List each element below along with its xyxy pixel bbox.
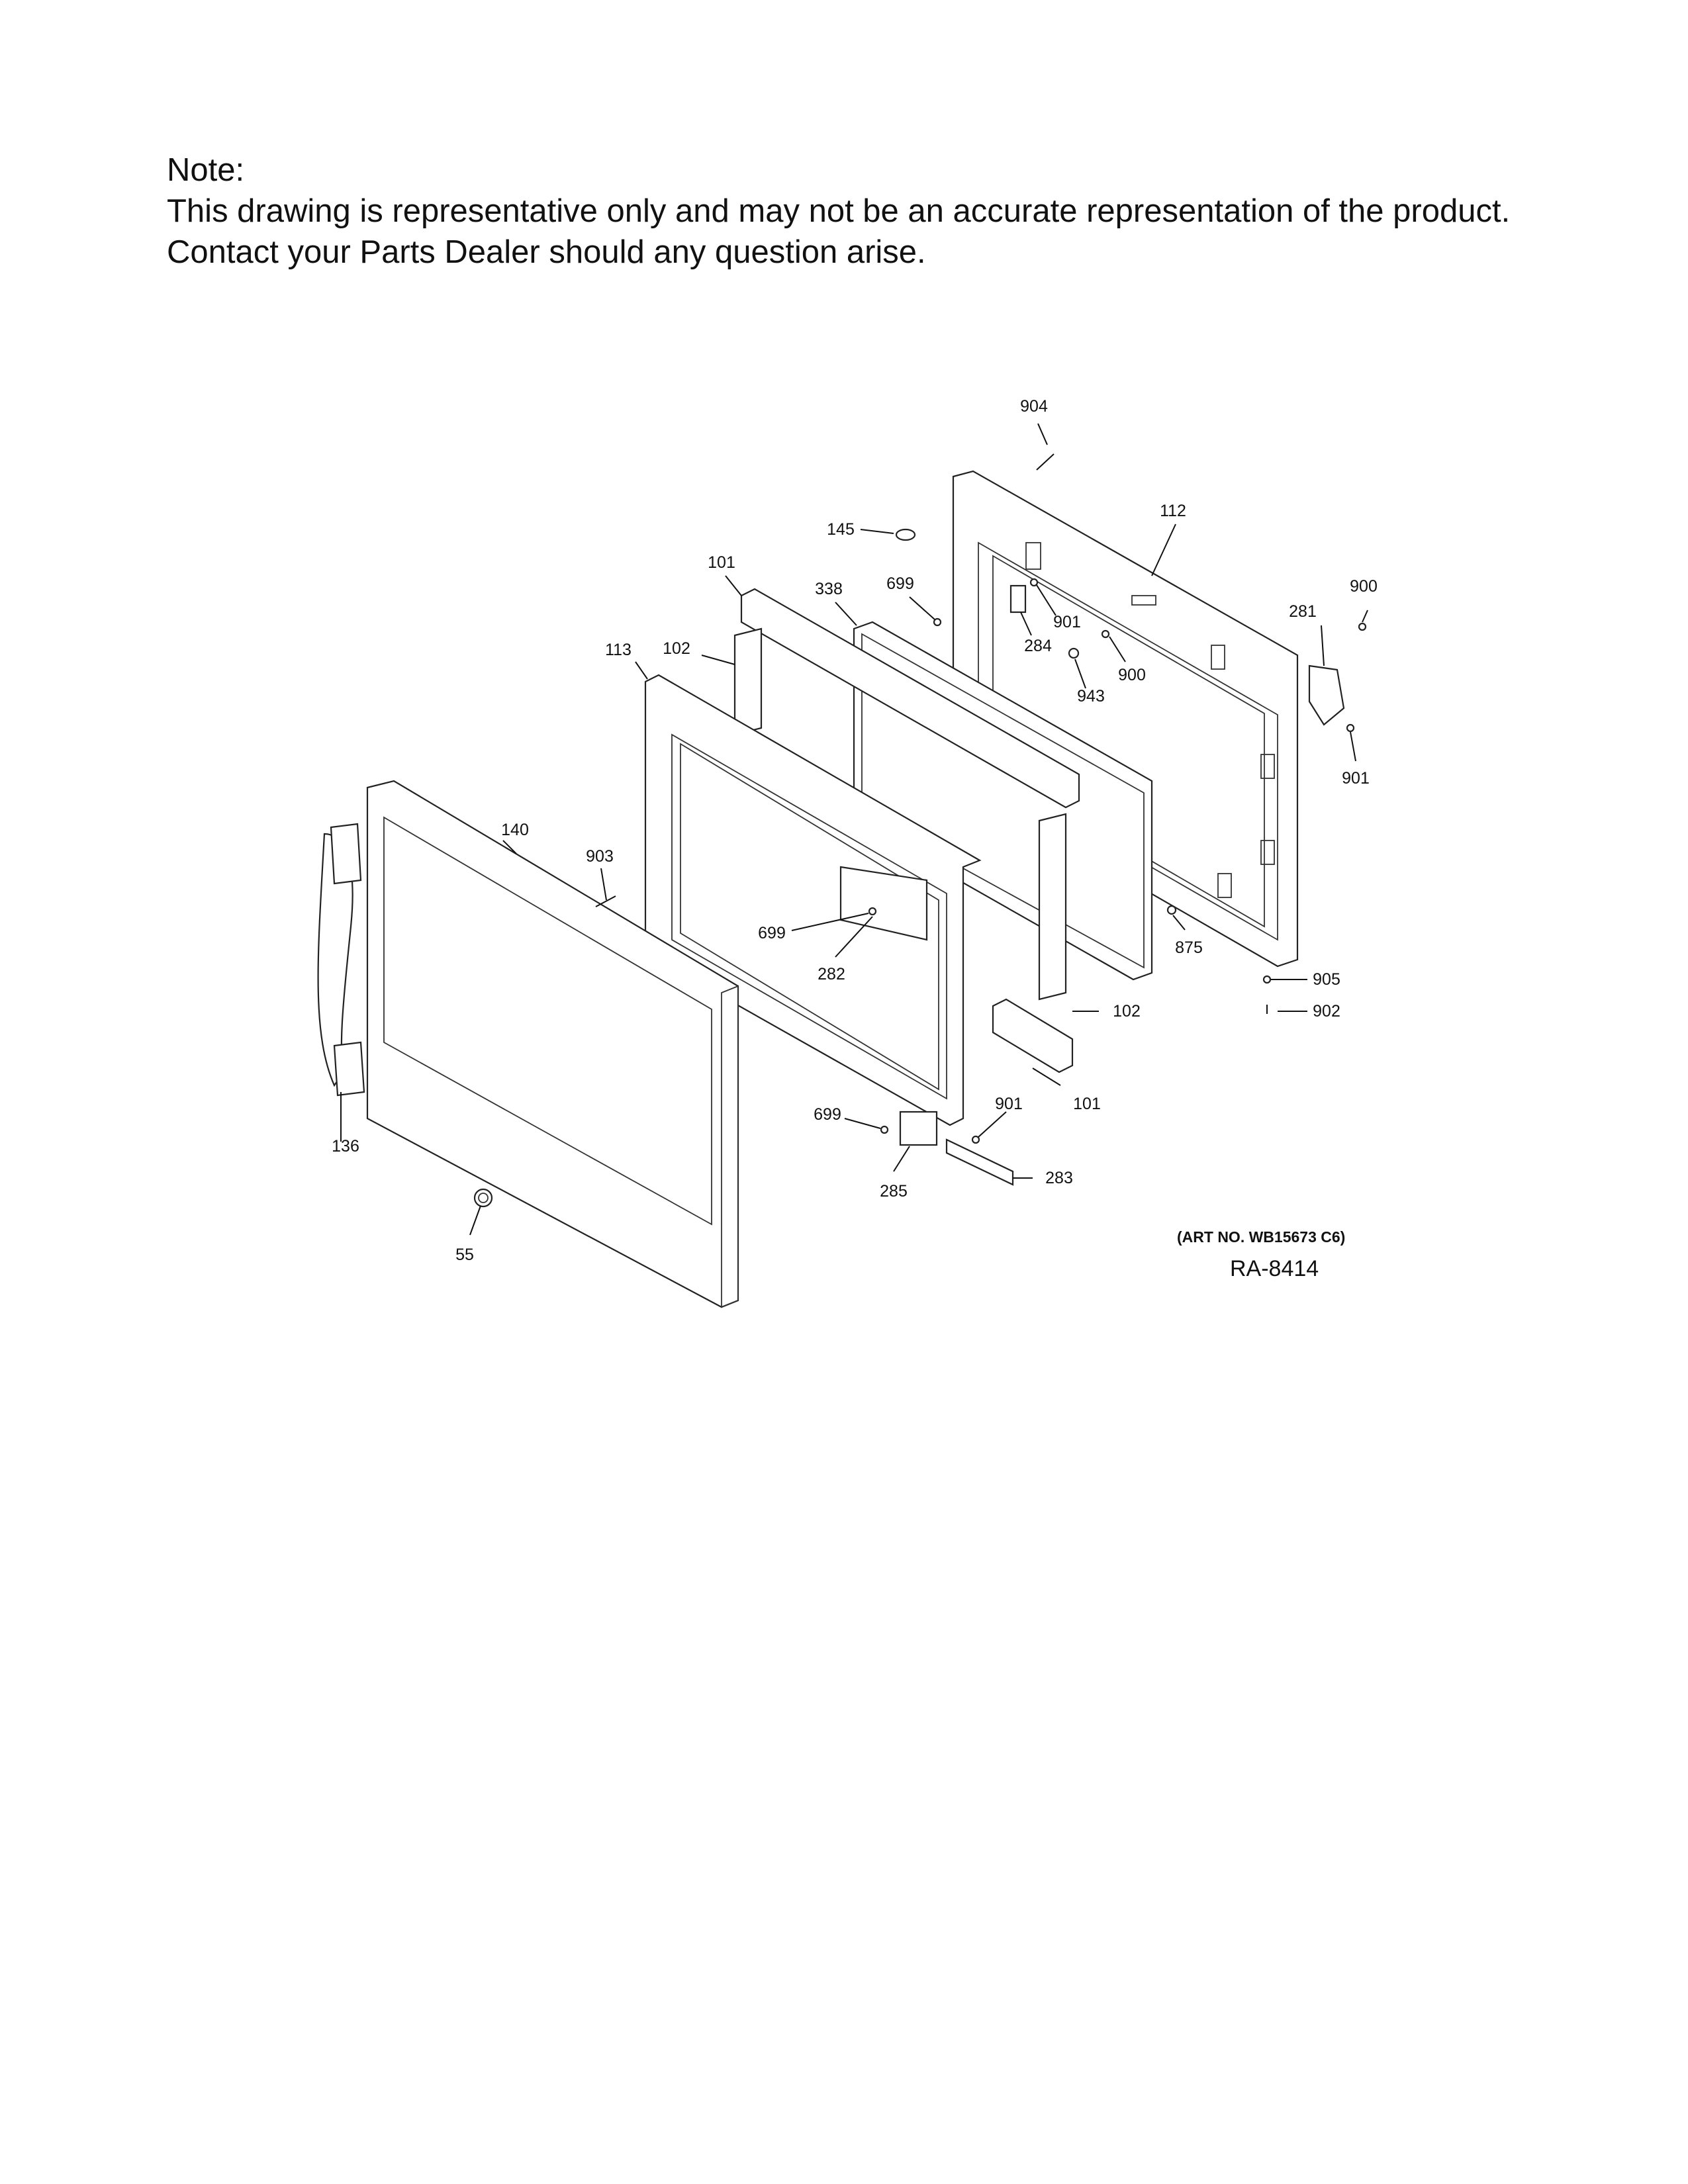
callout-label-875: 875 bbox=[1175, 938, 1203, 957]
callout-label-699a: 699 bbox=[886, 574, 914, 593]
callout-label-140: 140 bbox=[501, 821, 529, 839]
callout-label-282: 282 bbox=[818, 965, 845, 983]
callout-label-338: 338 bbox=[815, 580, 843, 598]
callout-label-901a: 901 bbox=[1053, 613, 1081, 631]
art-number: (ART NO. WB15673 C6) bbox=[1177, 1228, 1346, 1246]
callout-label-902: 902 bbox=[1313, 1002, 1340, 1021]
callout-label-283: 283 bbox=[1045, 1169, 1073, 1187]
inner-door-panel-part bbox=[644, 674, 982, 1126]
callout-label-281: 281 bbox=[1289, 602, 1317, 621]
callout-leaders bbox=[340, 423, 1368, 1236]
callout-label-112: 112 bbox=[1160, 502, 1186, 520]
callout-label-903: 903 bbox=[586, 847, 614, 866]
callout-label-901c: 901 bbox=[995, 1095, 1023, 1113]
callout-label-284: 284 bbox=[1024, 637, 1052, 655]
callout-label-285: 285 bbox=[880, 1182, 908, 1201]
door-handle-part bbox=[317, 823, 365, 1097]
note-line-1: This drawing is representative only and … bbox=[167, 193, 1511, 229]
outer-glass-door-part bbox=[366, 780, 739, 1308]
callout-label-101b: 101 bbox=[1073, 1095, 1101, 1113]
drawing-id: RA-8414 bbox=[1230, 1256, 1319, 1281]
callout-labels: 904 112 145 101 338 699 901 900 281 284 900 943 113 1… bbox=[332, 397, 1378, 1264]
callout-label-136: 136 bbox=[332, 1137, 359, 1156]
callout-label-901b: 901 bbox=[1342, 769, 1370, 788]
callout-label-55: 55 bbox=[455, 1246, 474, 1264]
callout-label-102a: 102 bbox=[663, 639, 690, 658]
callout-label-102b: 102 bbox=[1113, 1002, 1141, 1021]
callout-label-699c: 699 bbox=[814, 1105, 841, 1124]
note-heading: Note: bbox=[167, 152, 245, 188]
callout-label-699b: 699 bbox=[758, 924, 786, 942]
note-line-2: Contact your Parts Dealer should any que… bbox=[167, 234, 926, 270]
callout-label-905: 905 bbox=[1313, 970, 1340, 989]
callout-label-101a: 101 bbox=[708, 553, 735, 572]
callout-label-900a: 900 bbox=[1350, 577, 1378, 596]
hardware-parts bbox=[473, 453, 1367, 1208]
callout-label-113: 113 bbox=[605, 641, 632, 659]
disclaimer-note: Note: This drawing is representative onl… bbox=[167, 150, 1557, 273]
callout-label-943: 943 bbox=[1077, 687, 1105, 705]
callout-label-904: 904 bbox=[1020, 397, 1048, 416]
callout-label-900b: 900 bbox=[1118, 666, 1146, 684]
callout-label-145: 145 bbox=[827, 520, 855, 539]
